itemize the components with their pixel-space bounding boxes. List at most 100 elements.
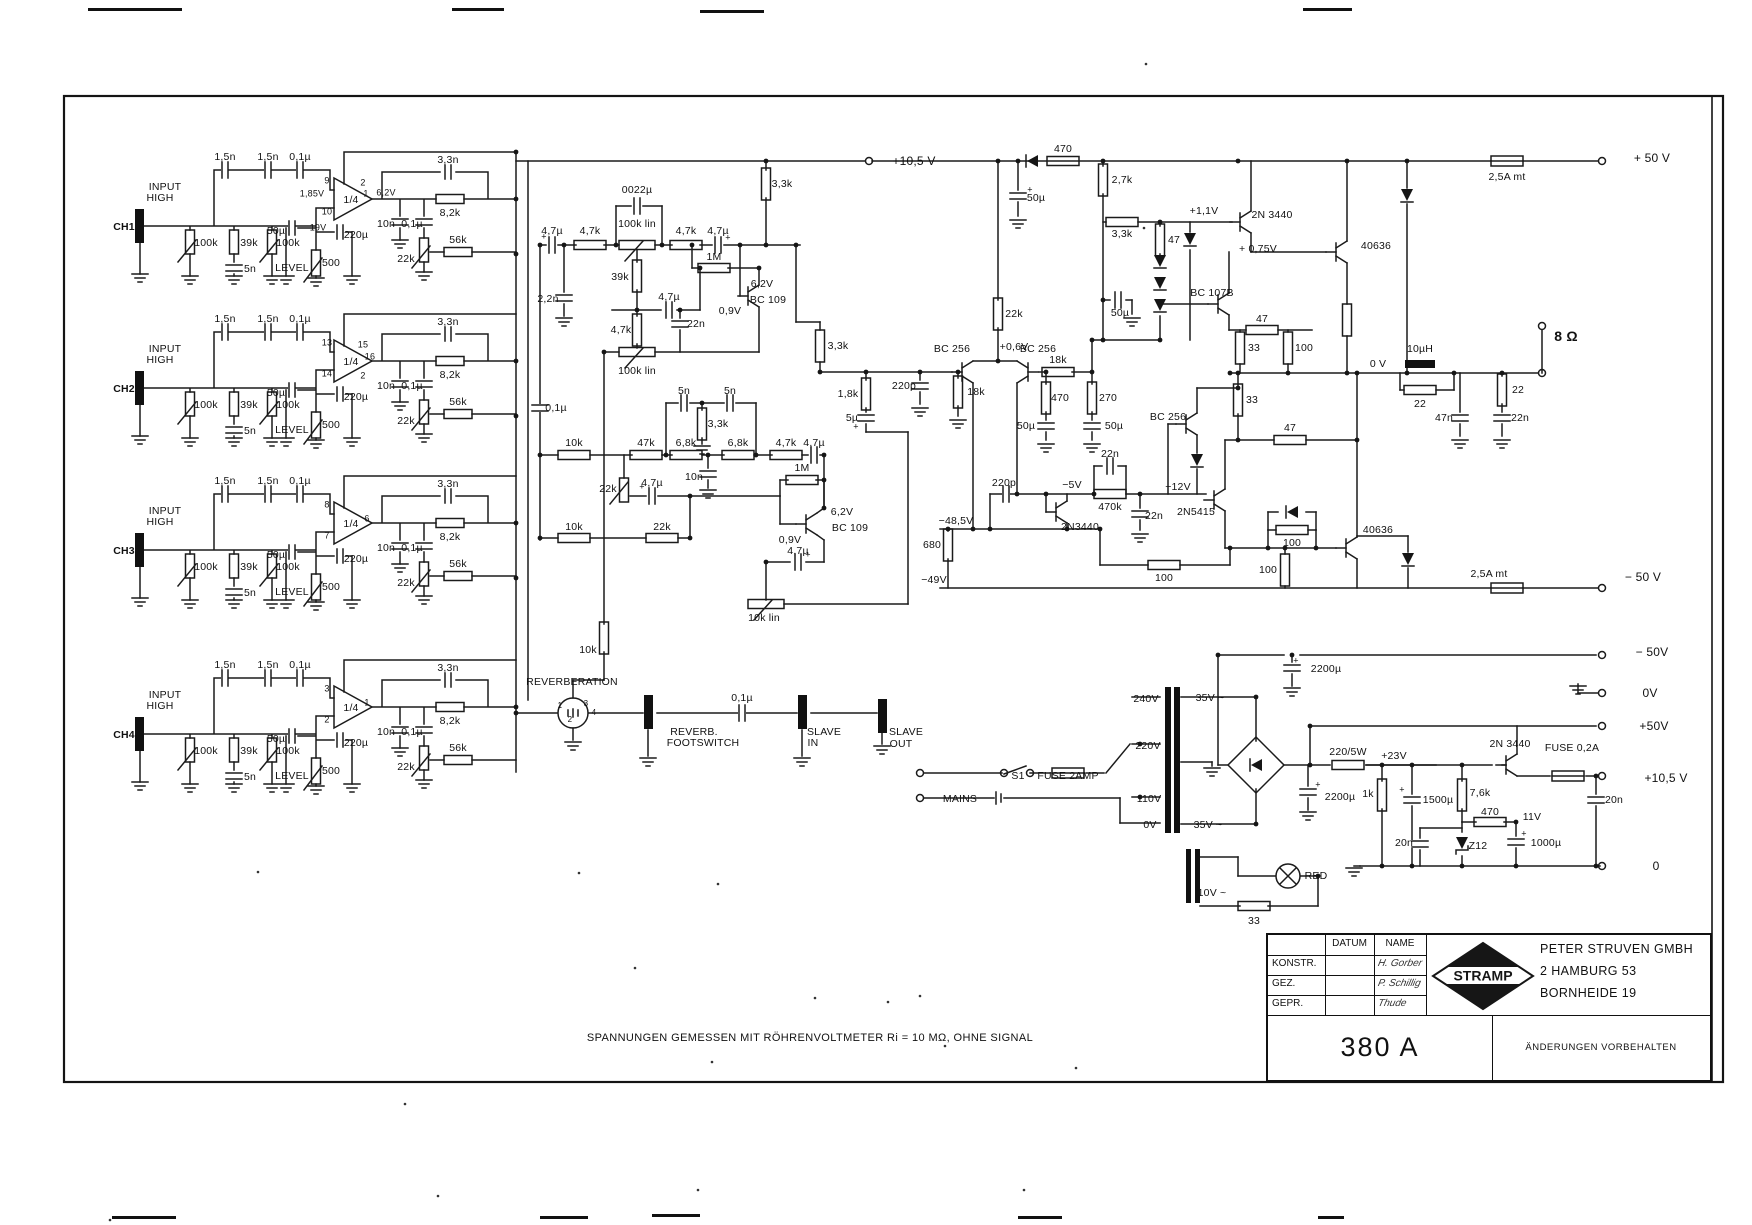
speck	[716, 882, 720, 886]
ground-symbol	[699, 489, 717, 499]
zener-symbol	[1456, 837, 1468, 849]
junction-dot	[1285, 370, 1291, 376]
component-label: 0,9V	[718, 304, 742, 317]
component-label: 0,1µ	[289, 312, 311, 325]
resistor-symbol	[785, 474, 819, 486]
junction-dot	[1227, 545, 1233, 551]
component-label: 50µ	[1104, 419, 1124, 432]
terminal	[1597, 721, 1607, 731]
component-label: 2,7k	[1111, 173, 1133, 186]
resistor-symbol	[1234, 331, 1246, 365]
junction-dot	[1253, 821, 1259, 827]
component-label: 2,5A mt	[1470, 567, 1508, 580]
component-label: 10n	[376, 379, 396, 392]
component-label: 6,8k	[675, 436, 697, 449]
junction-dot	[1593, 863, 1599, 869]
ground-symbol	[1083, 443, 1101, 453]
diode-symbol	[1402, 553, 1414, 565]
component-label: 500	[321, 580, 341, 593]
resistor-symbol	[760, 167, 772, 201]
resistor-symbol	[645, 532, 679, 544]
junction-dot	[817, 369, 823, 375]
capacitor-symbol	[1299, 788, 1317, 796]
component-label: 4,7k	[610, 323, 632, 336]
component-label: − 50 V	[1624, 570, 1662, 584]
component-label: 1M	[794, 461, 810, 474]
junction-dot	[601, 349, 607, 355]
component-label: 0,9V	[778, 533, 802, 546]
junction-dot	[1379, 762, 1385, 768]
component-label: 220µ	[343, 390, 369, 403]
junction-dot	[1315, 873, 1321, 879]
component-label: 47n	[1434, 411, 1454, 424]
component-label: 1000µ	[1530, 836, 1562, 849]
component-label: 100k	[194, 744, 218, 757]
terminal	[1597, 861, 1607, 871]
junction-dot	[1459, 762, 1465, 768]
diode-symbol	[1154, 255, 1166, 267]
component-label: 18k	[967, 385, 985, 398]
resistor-symbol	[1279, 553, 1291, 587]
component-label: HIGH	[146, 699, 174, 712]
component-label: 8 Ω	[1554, 328, 1578, 344]
component-label: MAINS	[942, 792, 978, 805]
junction-dot	[1137, 491, 1143, 497]
capacitor-symbol	[1002, 485, 1010, 503]
component-label: 10µH	[1406, 342, 1434, 355]
component-label: +	[1521, 828, 1527, 839]
component-label: REVERB.	[670, 725, 718, 738]
component-label: 22k	[397, 760, 415, 773]
component-label: 47	[1283, 421, 1297, 434]
signature: P. Schillig	[1376, 978, 1422, 989]
junction-dot	[1253, 694, 1259, 700]
junction-dot	[1354, 370, 1360, 376]
component-label: 220p	[891, 379, 917, 392]
ground-symbol	[564, 741, 582, 751]
component-label: 56k	[449, 395, 467, 408]
speck	[710, 1060, 714, 1064]
component-label: 56k	[449, 233, 467, 246]
ground-symbol	[1009, 219, 1027, 229]
component-label: REVERBERATION	[526, 675, 618, 688]
speck	[436, 1194, 440, 1198]
junction-dot	[513, 704, 519, 710]
potentiometer-symbol	[618, 239, 656, 251]
component-label: 8,2k	[439, 714, 461, 727]
component-label: BC 109	[831, 521, 869, 534]
junction-dot	[1513, 819, 1519, 825]
junction-dot	[1404, 158, 1410, 164]
junction-dot	[763, 559, 769, 565]
junction-dot	[1265, 545, 1271, 551]
component-label: 4,7µ	[658, 290, 680, 303]
ground-symbol	[639, 757, 657, 767]
resistor-symbol	[1341, 303, 1353, 337]
component-label: 33	[1245, 393, 1259, 406]
component-label: 15	[357, 339, 369, 350]
component-label: 9	[324, 175, 330, 186]
stramp-logo: STRAMP	[1430, 941, 1536, 1011]
component-label: 10k lin	[748, 611, 780, 624]
wire	[815, 533, 826, 542]
junction-dot	[1354, 437, 1360, 443]
resistor-symbol	[557, 532, 591, 544]
component-label: 680	[922, 538, 942, 551]
component-label: 470k	[1098, 500, 1122, 513]
component-label: 22k	[397, 252, 415, 265]
ground-symbol	[1037, 443, 1055, 453]
component-label: 1,5n	[257, 658, 279, 671]
component-label: 35V ~	[1195, 691, 1225, 704]
component-label: 3,3n	[437, 315, 459, 328]
component-label: 22k	[653, 520, 671, 533]
diode-symbol	[1154, 277, 1166, 289]
capacitor-symbol	[794, 553, 802, 571]
component-label: 3,3k	[771, 177, 793, 190]
resistor-symbol	[1154, 223, 1166, 257]
junction-dot	[863, 369, 869, 375]
component-label: 47k	[637, 436, 655, 449]
junction-dot	[763, 158, 769, 164]
component-label: 2200µ	[1324, 790, 1356, 803]
component-label: + 50 V	[1633, 151, 1671, 165]
component-label: 100	[1154, 571, 1174, 584]
capacitor-symbol	[548, 236, 556, 254]
junction-dot	[689, 242, 695, 248]
